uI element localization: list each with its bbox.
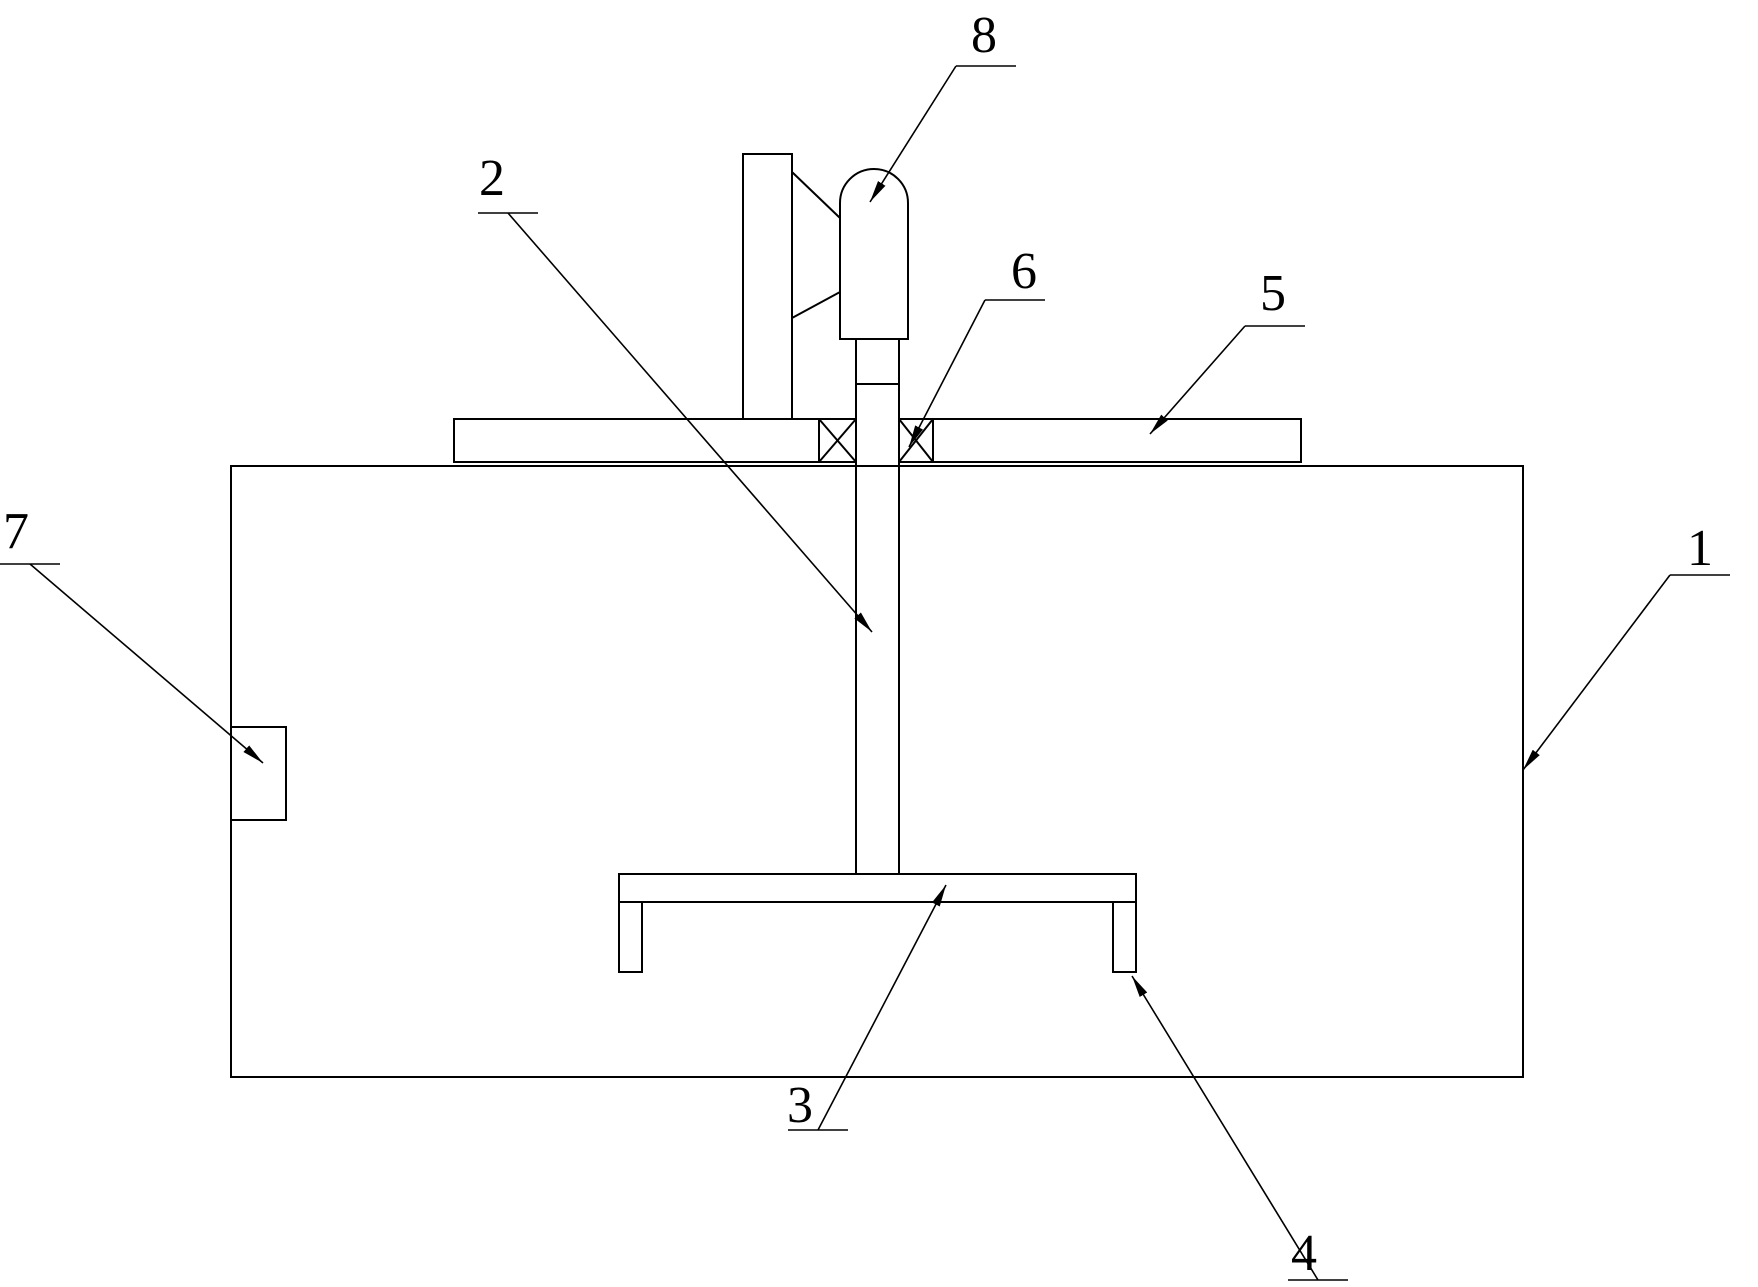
leader-8 xyxy=(869,65,1016,203)
stirring-crossbar xyxy=(618,873,1137,903)
side-fitting xyxy=(230,726,287,821)
callout-3: 3 xyxy=(787,1077,813,1134)
leader-4 xyxy=(1131,975,1348,1281)
callout-1: 1 xyxy=(1687,520,1713,577)
bearing-left xyxy=(818,418,857,463)
paddle-left xyxy=(618,901,643,973)
bearing-right xyxy=(898,418,934,463)
leader-3 xyxy=(788,884,947,1131)
leader-5 xyxy=(1149,325,1305,435)
motor xyxy=(839,168,909,340)
shaft xyxy=(855,345,900,874)
leader-6 xyxy=(908,299,1045,448)
leader-7 xyxy=(0,563,264,764)
leader-1 xyxy=(1522,574,1730,771)
top-plate-right xyxy=(932,418,1302,463)
callout-7: 7 xyxy=(3,503,29,560)
callout-5: 5 xyxy=(1260,265,1286,322)
callout-6: 6 xyxy=(1011,243,1037,300)
callout-4: 4 xyxy=(1291,1225,1317,1282)
top-plate-left xyxy=(453,418,820,463)
paddle-right xyxy=(1112,901,1137,973)
leader-2 xyxy=(478,212,873,633)
callout-2: 2 xyxy=(479,150,505,207)
callout-8: 8 xyxy=(971,7,997,64)
motor-bracket xyxy=(742,153,841,420)
tank-body xyxy=(230,465,1524,1078)
